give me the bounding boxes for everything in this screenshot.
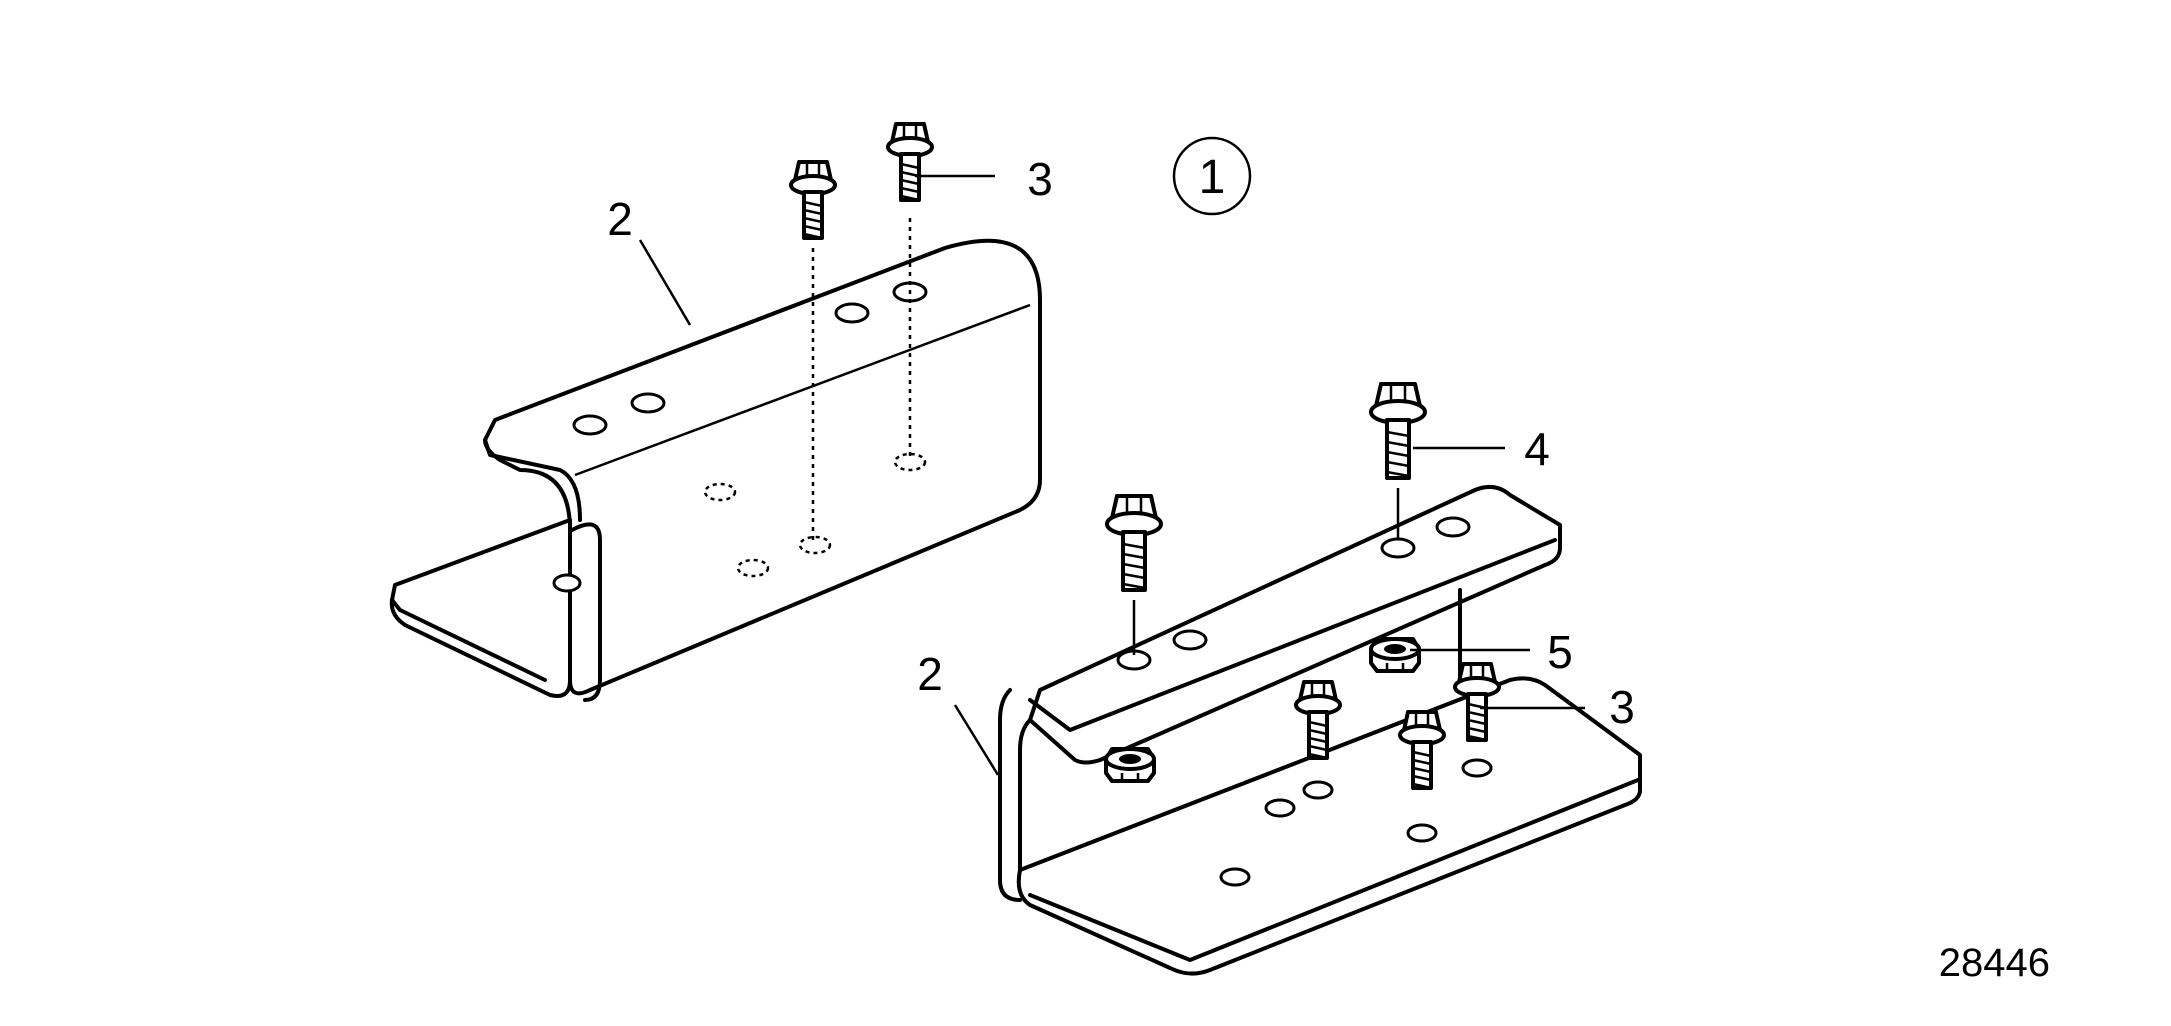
bolt-icon [886,122,934,202]
callout-bracket-left: 2 [607,193,633,245]
nut-icon [1104,747,1156,783]
callout-bolt-right: 3 [1609,681,1635,733]
figure-number: 28446 [1939,941,2050,985]
callout-bracket-right: 2 [917,648,943,700]
hole [834,302,870,324]
circled-callout: 1 [1172,136,1252,216]
left-bracket [389,218,1042,702]
leader-line [953,704,1000,776]
callout-nut: 5 [1547,626,1573,678]
hole [572,414,608,436]
hole [630,392,666,414]
circled-callout-text: 1 [1199,151,1226,204]
bolt-icon [789,160,837,240]
right-bracket [998,484,1642,976]
callout-bolt-left: 3 [1027,153,1053,205]
leader-line [638,239,692,326]
callout-bolt-long: 4 [1524,423,1550,475]
bolt-icon [1105,494,1163,592]
bolt-icon [1369,382,1427,480]
nut-icon [1369,637,1421,673]
